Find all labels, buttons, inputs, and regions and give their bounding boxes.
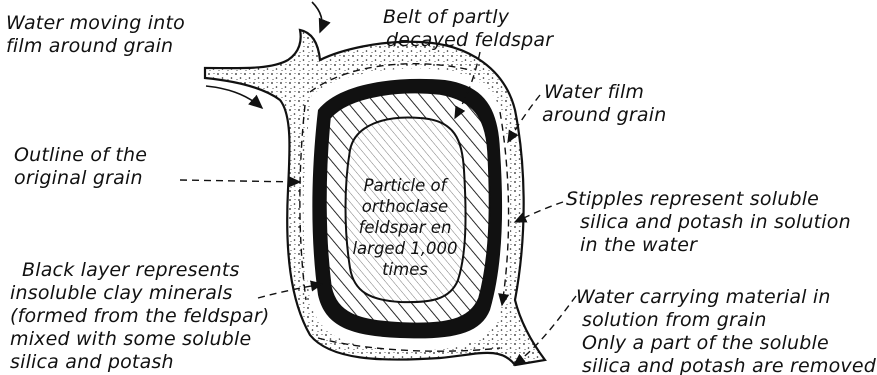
label-water-carrying: Water carrying material in solution from…: [576, 286, 877, 375]
svg-text:Water moving into: Water moving into: [6, 12, 185, 34]
svg-text:Water carrying material in: Water carrying material in: [576, 286, 831, 308]
svg-text:silica and potash: silica and potash: [10, 351, 174, 373]
leader-outline: [180, 180, 300, 182]
particle-line-1: Particle of: [364, 176, 449, 195]
svg-text:original grain: original grain: [14, 167, 143, 189]
svg-text:Belt of partly: Belt of partly: [383, 6, 510, 28]
label-outline: Outline of the original grain: [14, 144, 147, 189]
svg-text:(formed from the feldspar): (formed from the feldspar): [10, 305, 269, 327]
svg-text:silica and potash in solution: silica and potash in solution: [580, 211, 851, 233]
label-water-film: Water film around grain: [542, 81, 667, 126]
particle-line-2: orthoclase: [362, 197, 448, 216]
svg-text:silica and potash are removed: silica and potash are removed: [582, 355, 877, 375]
label-belt: Belt of partly decayed feldspar: [383, 6, 554, 51]
arrow-water-in-1: [206, 86, 262, 108]
svg-text:Outline of the: Outline of the: [14, 144, 147, 166]
svg-text:mixed with some soluble: mixed with some soluble: [10, 328, 251, 350]
label-water-moving: Water moving into film around grain: [6, 12, 185, 57]
svg-text:Stipples represent soluble: Stipples represent soluble: [566, 188, 819, 210]
label-black-layer: Black layer represents insoluble clay mi…: [10, 259, 269, 373]
svg-text:Only a part of the soluble: Only a part of the soluble: [582, 332, 829, 354]
svg-text:around grain: around grain: [542, 104, 667, 126]
svg-text:in the water: in the water: [580, 234, 698, 256]
arrow-water-in-2: [312, 2, 322, 32]
svg-text:Black layer represents: Black layer represents: [22, 259, 240, 281]
svg-text:insoluble clay minerals: insoluble clay minerals: [10, 282, 233, 304]
label-stipples: Stipples represent soluble silica and po…: [566, 188, 851, 256]
svg-text:film around grain: film around grain: [6, 35, 173, 57]
particle-line-5: times: [382, 260, 428, 279]
svg-text:Water film: Water film: [544, 81, 644, 103]
svg-text:solution from grain: solution from grain: [582, 309, 767, 331]
particle-line-3: feldspar en: [359, 218, 452, 237]
svg-text:decayed feldspar: decayed feldspar: [386, 29, 554, 51]
particle-line-4: larged 1,000: [352, 239, 457, 258]
